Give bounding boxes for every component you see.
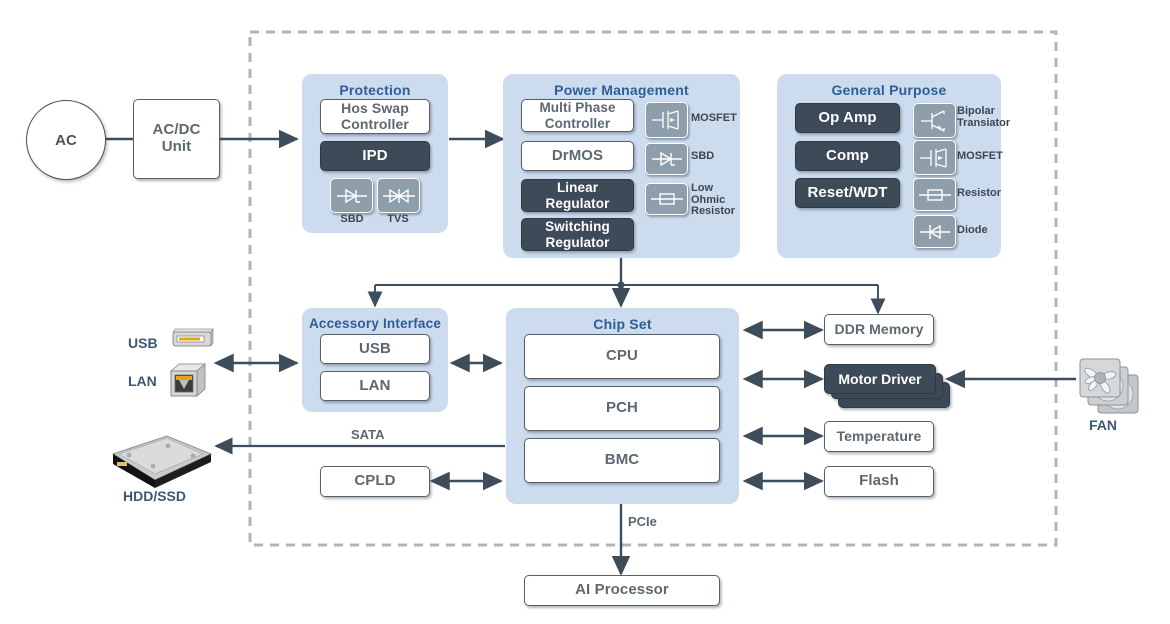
motor-driver-layer-front: Motor Driver: [824, 364, 936, 394]
ac-source-label: AC: [55, 131, 77, 149]
hdd-ssd-label: HDD/SSD: [123, 488, 187, 504]
multi-phase-controller-line2: Controller: [544, 115, 611, 131]
sbd-symbol-label-pm: SBD: [691, 150, 715, 162]
usb-block-label: USB: [359, 339, 391, 357]
drmos-label: DrMOS: [551, 146, 604, 164]
ai-processor-label: AI Processor: [575, 581, 669, 599]
block-ipd[interactable]: IPD: [320, 141, 430, 171]
switching-regulator-line1: Switching: [545, 219, 610, 235]
mosfet-symbol-label-gp: MOSFET: [957, 150, 1003, 162]
sbd-symbol-icon-pm: [645, 143, 688, 175]
bmc-label: BMC: [604, 451, 640, 469]
rj45-connector-icon: [167, 361, 213, 406]
block-reset-wdt[interactable]: Reset/WDT: [795, 178, 900, 208]
switching-regulator-line2: Regulator: [545, 234, 610, 250]
panel-chip-set-title: Chip Set: [593, 316, 652, 332]
block-cpu[interactable]: CPU: [524, 334, 720, 379]
lan-block-label: LAN: [359, 376, 391, 394]
block-lan[interactable]: LAN: [320, 371, 430, 401]
block-motor-driver[interactable]: Motor Driver: [824, 364, 950, 408]
linear-regulator-line1: Linear: [556, 180, 599, 196]
fan-icon: [1076, 355, 1146, 422]
low-ohmic-line1: Low: [691, 182, 713, 194]
resistor-symbol-icon: [913, 178, 956, 211]
reset-wdt-label: Reset/WDT: [807, 183, 888, 201]
panel-power-management-title: Power Management: [554, 82, 689, 98]
comp-label: Comp: [826, 146, 869, 164]
mosfet-symbol-label: MOSFET: [691, 112, 737, 124]
lan-peripheral-label: LAN: [128, 373, 157, 389]
flash-label: Flash: [859, 472, 899, 490]
bipolar-line2: Transiator: [957, 116, 1011, 129]
bipolar-line1: Bipolar: [957, 105, 995, 117]
panel-protection-title: Protection: [339, 82, 411, 98]
usb-connector-icon: [167, 326, 215, 357]
motor-driver-label: Motor Driver: [838, 371, 922, 387]
block-hot-swap-controller[interactable]: Hos Swap Controller: [320, 99, 430, 134]
block-pch[interactable]: PCH: [524, 386, 720, 431]
block-ddr-memory[interactable]: DDR Memory: [824, 314, 934, 345]
block-bmc[interactable]: BMC: [524, 438, 720, 483]
bipolar-transistor-symbol-icon: [913, 103, 956, 138]
cpu-label: CPU: [606, 347, 638, 365]
pcie-edge-label: PCIe: [628, 514, 657, 529]
ac-source-node[interactable]: AC: [26, 100, 106, 180]
low-ohmic-line3: Resistor: [691, 205, 736, 218]
hot-swap-controller-line2: Controller: [341, 115, 409, 132]
block-drmos[interactable]: DrMOS: [521, 141, 634, 171]
block-temperature[interactable]: Temperature: [824, 421, 934, 452]
ac-dc-unit-label-line2: Unit: [161, 138, 192, 155]
tvs-symbol-icon: [377, 178, 420, 213]
multi-phase-controller-line1: Multi Phase: [539, 100, 616, 116]
low-ohmic-resistor-symbol-icon: [645, 183, 688, 215]
sata-edge-label: SATA: [351, 427, 385, 442]
usb-peripheral-label: USB: [128, 335, 158, 351]
fan-label: FAN: [1089, 417, 1117, 433]
block-switching-regulator[interactable]: Switching Regulator: [521, 218, 634, 251]
low-ohmic-resistor-symbol-label: Low Ohmic Resistor: [691, 182, 736, 218]
panel-general-purpose-title: General Purpose: [831, 82, 947, 98]
ac-dc-unit-block[interactable]: AC/DC Unit: [133, 99, 220, 179]
mosfet-symbol-icon-gp: [913, 140, 956, 175]
sbd-symbol-label: SBD: [340, 213, 364, 225]
hard-disk-icon: [105, 432, 215, 495]
pch-label: PCH: [606, 399, 638, 417]
low-ohmic-line2: Ohmic: [691, 193, 726, 206]
block-linear-regulator[interactable]: Linear Regulator: [521, 179, 634, 212]
block-comp[interactable]: Comp: [795, 141, 900, 171]
block-multi-phase-controller[interactable]: Multi Phase Controller: [521, 99, 634, 132]
ipd-label: IPD: [362, 146, 388, 164]
ddr-memory-label: DDR Memory: [834, 320, 924, 337]
tvs-symbol-label: TVS: [387, 213, 409, 225]
system-boundary: [248, 30, 1058, 547]
block-op-amp[interactable]: Op Amp: [795, 103, 900, 133]
cpld-label: CPLD: [354, 472, 396, 490]
block-flash[interactable]: Flash: [824, 466, 934, 497]
sbd-symbol-icon: [330, 178, 373, 213]
panel-accessory-interface-title: Accessory Interface: [308, 316, 442, 331]
bipolar-transistor-symbol-label: Bipolar Transiator: [957, 105, 1011, 129]
block-ai-processor[interactable]: AI Processor: [524, 575, 720, 606]
block-cpld[interactable]: CPLD: [320, 466, 430, 497]
op-amp-label: Op Amp: [818, 108, 877, 126]
block-usb[interactable]: USB: [320, 334, 430, 364]
linear-regulator-line2: Regulator: [545, 195, 610, 211]
diode-symbol-icon: [913, 215, 956, 248]
hot-swap-controller-line1: Hos Swap: [341, 99, 409, 116]
temperature-label: Temperature: [836, 427, 922, 444]
diode-symbol-label: Diode: [957, 224, 988, 236]
mosfet-symbol-icon: [645, 102, 688, 138]
resistor-symbol-label: Resistor: [957, 187, 1002, 199]
ac-dc-unit-label-line1: AC/DC: [152, 121, 201, 139]
